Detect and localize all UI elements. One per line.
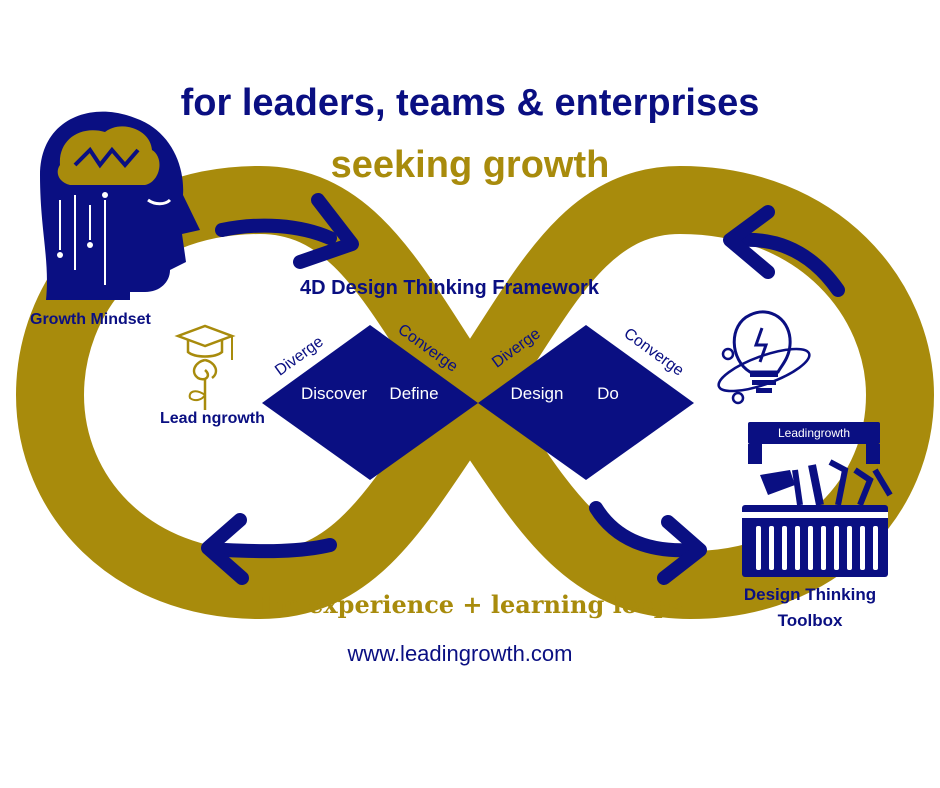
toolbox-lid-label: Leadingrowth	[778, 426, 850, 440]
page-title: for leaders, teams & enterprises	[180, 82, 760, 124]
toolbox-icon	[742, 422, 893, 577]
growth-mindset-head-icon	[40, 111, 200, 300]
toolbox-title: Design Thinking Toolbox	[743, 585, 877, 630]
phase-discover: Discover	[301, 384, 367, 403]
loop-arrow-top-right	[723, 205, 845, 297]
leadingrowth-logo-label: Lead ngrowth	[160, 410, 265, 427]
loop-arrow-bottom-left	[201, 513, 337, 585]
diamond-discover-define	[262, 325, 478, 480]
website-url[interactable]: www.leadingrowth.com	[347, 641, 573, 666]
phase-do: Do	[597, 384, 619, 403]
loop-arrow-top-left	[215, 193, 359, 269]
diamond-design-do	[478, 325, 694, 480]
phase-define: Define	[389, 384, 438, 403]
loop-arrow-bottom-right	[589, 501, 707, 585]
framework-title: 4D Design Thinking Framework	[300, 277, 599, 299]
graduation-flower-icon	[174, 324, 236, 410]
loops-caption: the experience + learning loops	[255, 590, 685, 619]
lightbulb-atom-icon	[717, 310, 811, 405]
phase-design: Design	[511, 384, 564, 403]
page-subtitle: seeking growth	[330, 144, 610, 186]
growth-mindset-label: Growth Mindset	[30, 311, 151, 328]
